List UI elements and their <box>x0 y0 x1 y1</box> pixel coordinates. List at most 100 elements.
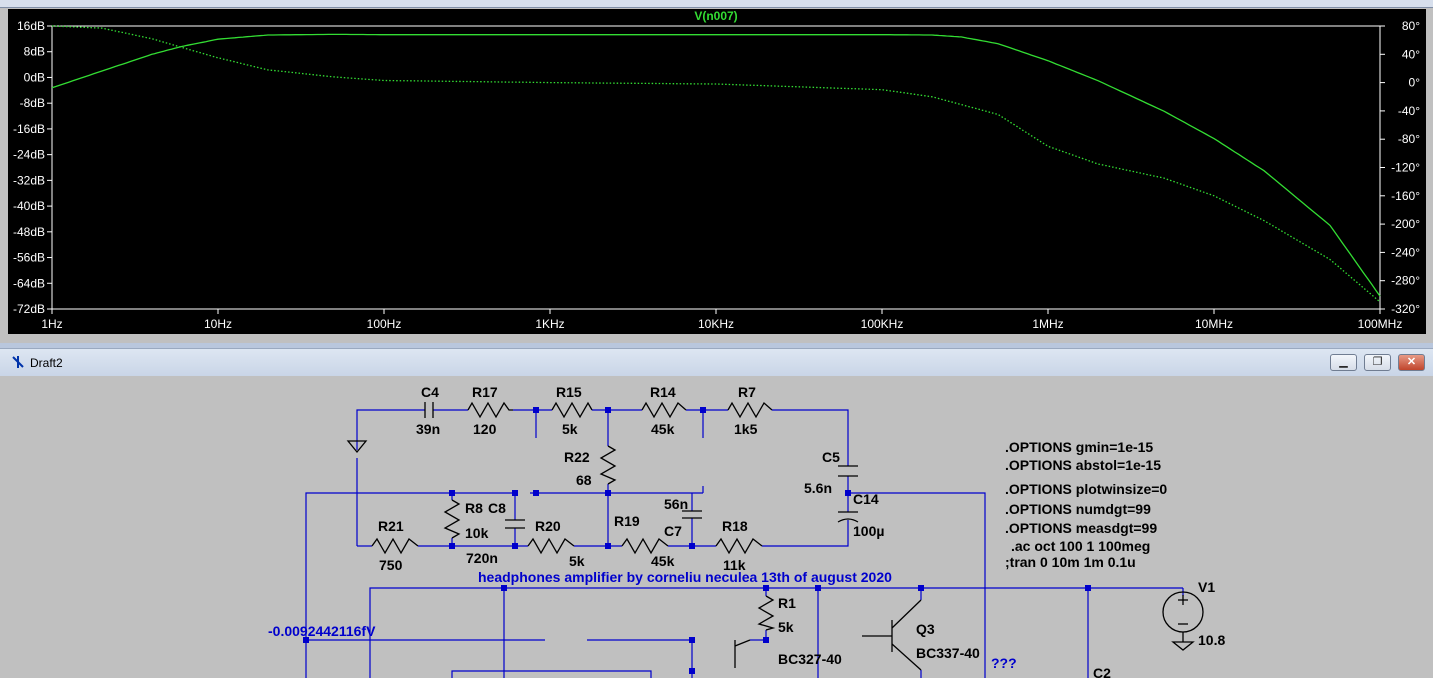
left-tick-label: -16dB <box>13 122 45 136</box>
x-tick-label: 10MHz <box>1195 317 1233 331</box>
spice-directive-line[interactable]: .OPTIONS numdgt=99 <box>1005 501 1151 517</box>
plot-window-frame <box>0 0 1433 8</box>
left-tick-label: -64dB <box>13 276 45 290</box>
spice-directive-line[interactable]: .OPTIONS abstol=1e-15 <box>1005 457 1161 473</box>
close-button[interactable]: ✕ <box>1398 354 1425 371</box>
value-c8: 720n <box>466 550 498 566</box>
schematic-comment[interactable]: headphones amplifier by corneliu neculea… <box>478 569 892 585</box>
left-axis-ticks: 16dB8dB0dB-8dB-16dB-24dB-32dB-40dB-48dB-… <box>13 19 52 316</box>
value-c5: 5.6n <box>804 480 832 496</box>
left-tick-label: -56dB <box>13 251 45 265</box>
right-tick-label: -320° <box>1391 302 1420 316</box>
left-tick-label: -72dB <box>13 302 45 316</box>
label-c5: C5 <box>822 449 840 465</box>
spice-directive-line[interactable]: .OPTIONS measdgt=99 <box>1005 520 1157 536</box>
left-tick-label: -40dB <box>13 199 45 213</box>
value-c7: 56n <box>664 496 688 512</box>
label-r21: R21 <box>378 518 404 534</box>
value-r7: 1k5 <box>734 421 758 437</box>
x-tick-label: 1KHz <box>535 317 564 331</box>
label-r15: R15 <box>556 384 582 400</box>
label-r14: R14 <box>650 384 676 400</box>
x-tick-label: 10KHz <box>698 317 734 331</box>
right-tick-label: 80° <box>1402 19 1420 33</box>
schematic-background <box>9 376 1425 678</box>
model-q2: BC327-40 <box>778 651 842 667</box>
label-r19: R19 <box>614 513 640 529</box>
value-r20: 5k <box>569 553 585 569</box>
left-tick-label: -24dB <box>13 148 45 162</box>
minimize-button[interactable]: ▁ <box>1330 354 1357 371</box>
label-r22: R22 <box>564 449 590 465</box>
trace-label[interactable]: V(n007) <box>694 9 737 23</box>
left-tick-label: 16dB <box>17 19 45 33</box>
label-r17: R17 <box>472 384 498 400</box>
spice-directive-line[interactable]: .OPTIONS plotwinsize=0 <box>1005 481 1167 497</box>
maximize-button[interactable]: ❐ <box>1364 354 1391 371</box>
junction-dots <box>303 407 1091 674</box>
x-tick-label: 10Hz <box>204 317 232 331</box>
right-axis-ticks: 80°40°0°-40°-80°-120°-160°-200°-240°-280… <box>1380 19 1420 316</box>
magnitude-trace[interactable] <box>51 33 1381 297</box>
x-tick-label: 100Hz <box>367 317 402 331</box>
value-r21: 750 <box>379 557 403 573</box>
schematic-window[interactable]: Draft2 ▁ ❐ ✕ <box>0 348 1433 678</box>
right-tick-label: 0° <box>1409 76 1421 90</box>
window-title: Draft2 <box>30 356 63 370</box>
label-c14: C14 <box>853 491 879 507</box>
label-c7: C7 <box>664 523 682 539</box>
x-tick-label: 1Hz <box>41 317 62 331</box>
value-r14: 45k <box>651 421 675 437</box>
left-tick-label: -48dB <box>13 225 45 239</box>
label-r1: R1 <box>778 595 796 611</box>
model-q3: BC337-40 <box>916 645 980 661</box>
value-r15: 5k <box>562 421 578 437</box>
component-labels: C4 39n R17 120 R15 5k R14 45k R7 1k5 R22… <box>378 384 1225 678</box>
label-c8: C8 <box>488 500 506 516</box>
right-tick-label: 40° <box>1402 47 1420 61</box>
plot-traces <box>51 25 1381 303</box>
left-tick-label: 0dB <box>24 70 45 84</box>
value-c4: 39n <box>416 421 440 437</box>
right-tick-label: -240° <box>1391 245 1420 259</box>
right-tick-label: -40° <box>1398 104 1420 118</box>
bode-plot[interactable]: V(n007) 16dB8dB0dB-8dB-16dB-24dB-32dB-40… <box>0 0 1433 343</box>
value-v1: 10.8 <box>1198 632 1225 648</box>
value-c14: 100µ <box>853 523 884 539</box>
left-tick-label: -8dB <box>20 96 45 110</box>
label-r18: R18 <box>722 518 748 534</box>
spice-directive-line[interactable]: ;tran 0 10m 1m 0.1u <box>1005 554 1136 570</box>
right-tick-label: -120° <box>1391 161 1420 175</box>
schematic-titlebar[interactable]: Draft2 ▁ ❐ ✕ <box>0 348 1433 376</box>
value-r1: 5k <box>778 619 794 635</box>
value-r19: 45k <box>651 553 675 569</box>
schematic-app-icon <box>12 356 24 368</box>
phase-trace[interactable] <box>51 25 1381 303</box>
label-q3: Q3 <box>916 621 935 637</box>
label-c2: C2 <box>1093 665 1111 678</box>
plot-area-background <box>8 9 1426 334</box>
value-r17: 120 <box>473 421 497 437</box>
value-r8: 10k <box>465 525 489 541</box>
spice-directives[interactable]: .OPTIONS gmin=1e-15 .OPTIONS abstol=1e-15… <box>1005 439 1167 570</box>
node-voltage-label[interactable]: -0.0092442116fV <box>268 623 376 639</box>
wires[interactable] <box>305 409 1184 678</box>
label-c4: C4 <box>421 384 439 400</box>
label-v1: V1 <box>1198 579 1215 595</box>
schematic-canvas[interactable]: C4 39n R17 120 R15 5k R14 45k R7 1k5 R22… <box>0 348 1433 678</box>
unknown-net-label[interactable]: ??? <box>991 655 1017 671</box>
right-tick-label: -80° <box>1398 132 1420 146</box>
x-tick-label: 1MHz <box>1032 317 1063 331</box>
label-r8: R8 <box>465 500 483 516</box>
right-tick-label: -160° <box>1391 189 1420 203</box>
right-tick-label: -280° <box>1391 274 1420 288</box>
spice-directive-line[interactable]: .ac oct 100 1 100meg <box>1011 538 1150 554</box>
spice-directive-line[interactable]: .OPTIONS gmin=1e-15 <box>1005 439 1153 455</box>
left-tick-label: -32dB <box>13 173 45 187</box>
value-r22: 68 <box>576 472 592 488</box>
value-r18: 11k <box>723 557 746 573</box>
component-symbols[interactable] <box>346 401 1204 671</box>
label-r7: R7 <box>738 384 756 400</box>
